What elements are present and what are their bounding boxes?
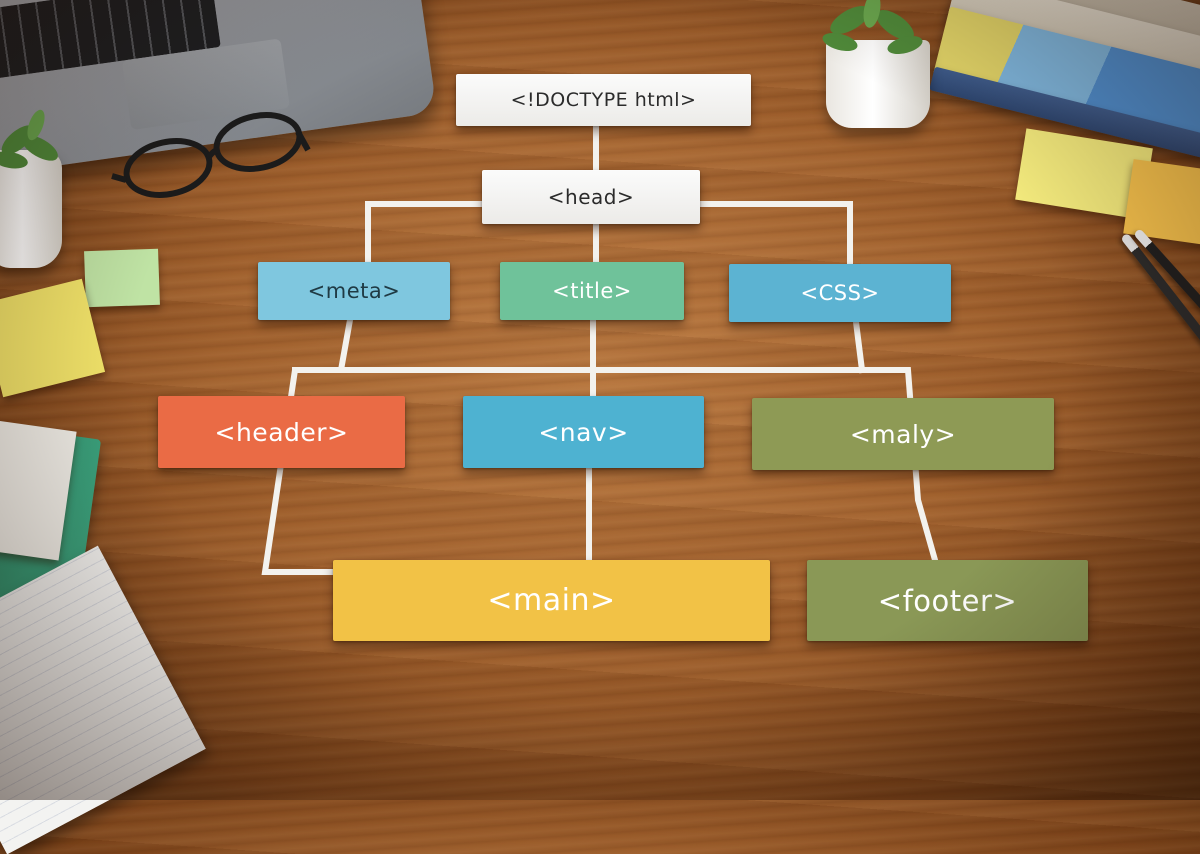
doctype-card: <!DOCTYPE html> [456, 74, 751, 126]
css-card-label: <CSS> [800, 281, 880, 305]
maly-card: <maly> [752, 398, 1054, 470]
footer-card-label: <footer> [877, 583, 1018, 618]
head-card: <head> [482, 170, 700, 224]
meta-card: <meta> [258, 262, 450, 320]
title-card: <title> [500, 262, 684, 320]
footer-card: <footer> [807, 560, 1088, 641]
title-card-label: <title> [552, 279, 632, 303]
main-card-label: <main> [487, 583, 616, 618]
header-card-label: <header> [214, 417, 349, 447]
glasses-icon [111, 112, 311, 198]
meta-card-label: <meta> [307, 279, 401, 303]
plant-leaves [0, 0, 923, 169]
nav-card: <nav> [463, 396, 704, 468]
css-card: <CSS> [729, 264, 951, 322]
maly-card-label: <maly> [849, 419, 957, 449]
plant-icon [826, 40, 930, 128]
connector-head-meta [365, 201, 485, 265]
main-card: <main> [333, 560, 770, 641]
plant-icon [0, 150, 62, 268]
doctype-card-label: <!DOCTYPE html> [510, 89, 697, 111]
connector-head-css [697, 201, 853, 267]
head-card-label: <head> [547, 185, 635, 209]
header-card: <header> [158, 396, 405, 468]
connector-css-branch [852, 318, 866, 374]
nav-card-label: <nav> [538, 417, 629, 447]
